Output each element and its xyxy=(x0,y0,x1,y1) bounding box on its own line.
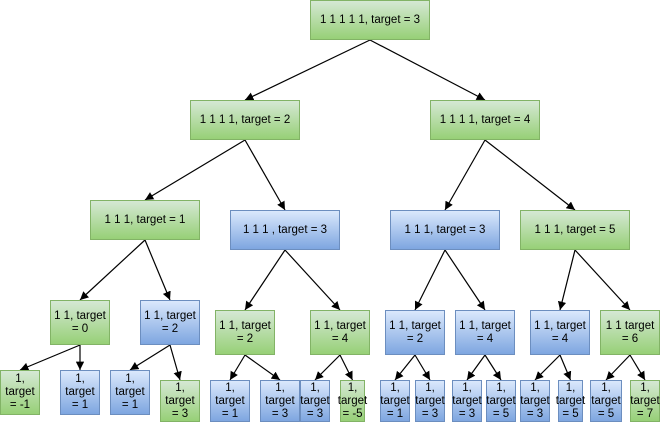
edge-n2-n6 xyxy=(484,139,576,211)
edge-n12-n25 xyxy=(466,354,486,381)
edge-n11-n23 xyxy=(394,354,416,381)
edge-n2-n5 xyxy=(444,139,486,211)
tree-node-n20: 1, target = 3 xyxy=(260,380,300,422)
edge-n5-n11 xyxy=(414,249,446,311)
tree-node-n8: 1 1, target = 2 xyxy=(140,300,200,345)
tree-node-n6: 1 1 1, target = 5 xyxy=(520,210,630,250)
tree-node-n16: 1, target = 1 xyxy=(60,370,100,415)
tree-node-n7: 1 1, target = 0 xyxy=(50,300,110,345)
edge-n9-n20 xyxy=(244,354,281,381)
edge-n13-n28 xyxy=(559,354,572,381)
edge-n12-n26 xyxy=(484,354,502,381)
tree-node-n2: 1 1 1 1, target = 4 xyxy=(430,100,540,140)
tree-node-n26: 1, target = 5 xyxy=(486,380,516,422)
edge-n8-n17 xyxy=(129,344,171,371)
edge-n3-n7 xyxy=(79,239,146,301)
tree-node-n13: 1 1, target = 4 xyxy=(530,310,590,355)
edge-n0-n1 xyxy=(244,39,371,101)
tree-node-n10: 1 1, target = 4 xyxy=(310,310,370,355)
tree-node-n18: 1, target = 3 xyxy=(160,380,200,422)
tree-node-n19: 1, target = 1 xyxy=(210,380,250,422)
tree-node-n28: 1, target = 5 xyxy=(556,380,585,422)
edge-n4-n9 xyxy=(244,249,286,311)
edge-n14-n29 xyxy=(605,354,631,381)
tree-node-n29: 1, target = 5 xyxy=(590,380,622,422)
edge-n11-n24 xyxy=(414,354,431,381)
edge-n4-n10 xyxy=(284,249,341,311)
tree-node-n9: 1 1, target = 2 xyxy=(215,310,275,355)
tree-node-n21: 1, target = 3 xyxy=(300,380,330,422)
edge-n7-n15 xyxy=(19,344,81,371)
edge-n8-n18 xyxy=(169,344,182,381)
tree-node-n14: 1 1 target = 6 xyxy=(600,310,660,355)
tree-node-n11: 1 1, target = 2 xyxy=(385,310,445,355)
edge-n0-n2 xyxy=(369,39,486,101)
edge-n1-n4 xyxy=(244,139,286,211)
edge-n1-n3 xyxy=(144,139,246,201)
edge-n3-n8 xyxy=(144,239,171,301)
tree-node-n27: 1, target = 3 xyxy=(520,380,550,422)
edge-n6-n14 xyxy=(574,249,631,311)
tree-node-n1: 1 1 1 1, target = 2 xyxy=(190,100,300,140)
edge-n9-n19 xyxy=(229,354,246,381)
tree-node-n30: 1, target = 7 xyxy=(630,380,660,422)
edge-n10-n22 xyxy=(339,354,354,381)
tree-node-n12: 1 1, target = 4 xyxy=(455,310,515,355)
tree-node-n17: 1, target = 1 xyxy=(110,370,150,415)
edge-n5-n12 xyxy=(444,249,486,311)
tree-node-n25: 1, target = 3 xyxy=(452,380,482,422)
tree-node-n4: 1 1 1 , target = 3 xyxy=(230,210,340,250)
edge-n14-n30 xyxy=(629,354,646,381)
tree-node-n24: 1, target = 3 xyxy=(415,380,445,422)
tree-node-n3: 1 1 1, target = 1 xyxy=(90,200,200,240)
edge-n10-n21 xyxy=(314,354,341,381)
tree-node-n23: 1, target = 1 xyxy=(380,380,410,422)
tree-node-n15: 1, target = -1 xyxy=(0,370,40,415)
edge-n6-n13 xyxy=(557,249,576,311)
tree-node-n5: 1 1 1, target = 3 xyxy=(390,210,500,250)
edge-n13-n27 xyxy=(534,354,561,381)
tree-node-n0: 1 1 1 1 1, target = 3 xyxy=(310,0,430,40)
tree-node-n22: 1, target = -5 xyxy=(338,380,367,422)
